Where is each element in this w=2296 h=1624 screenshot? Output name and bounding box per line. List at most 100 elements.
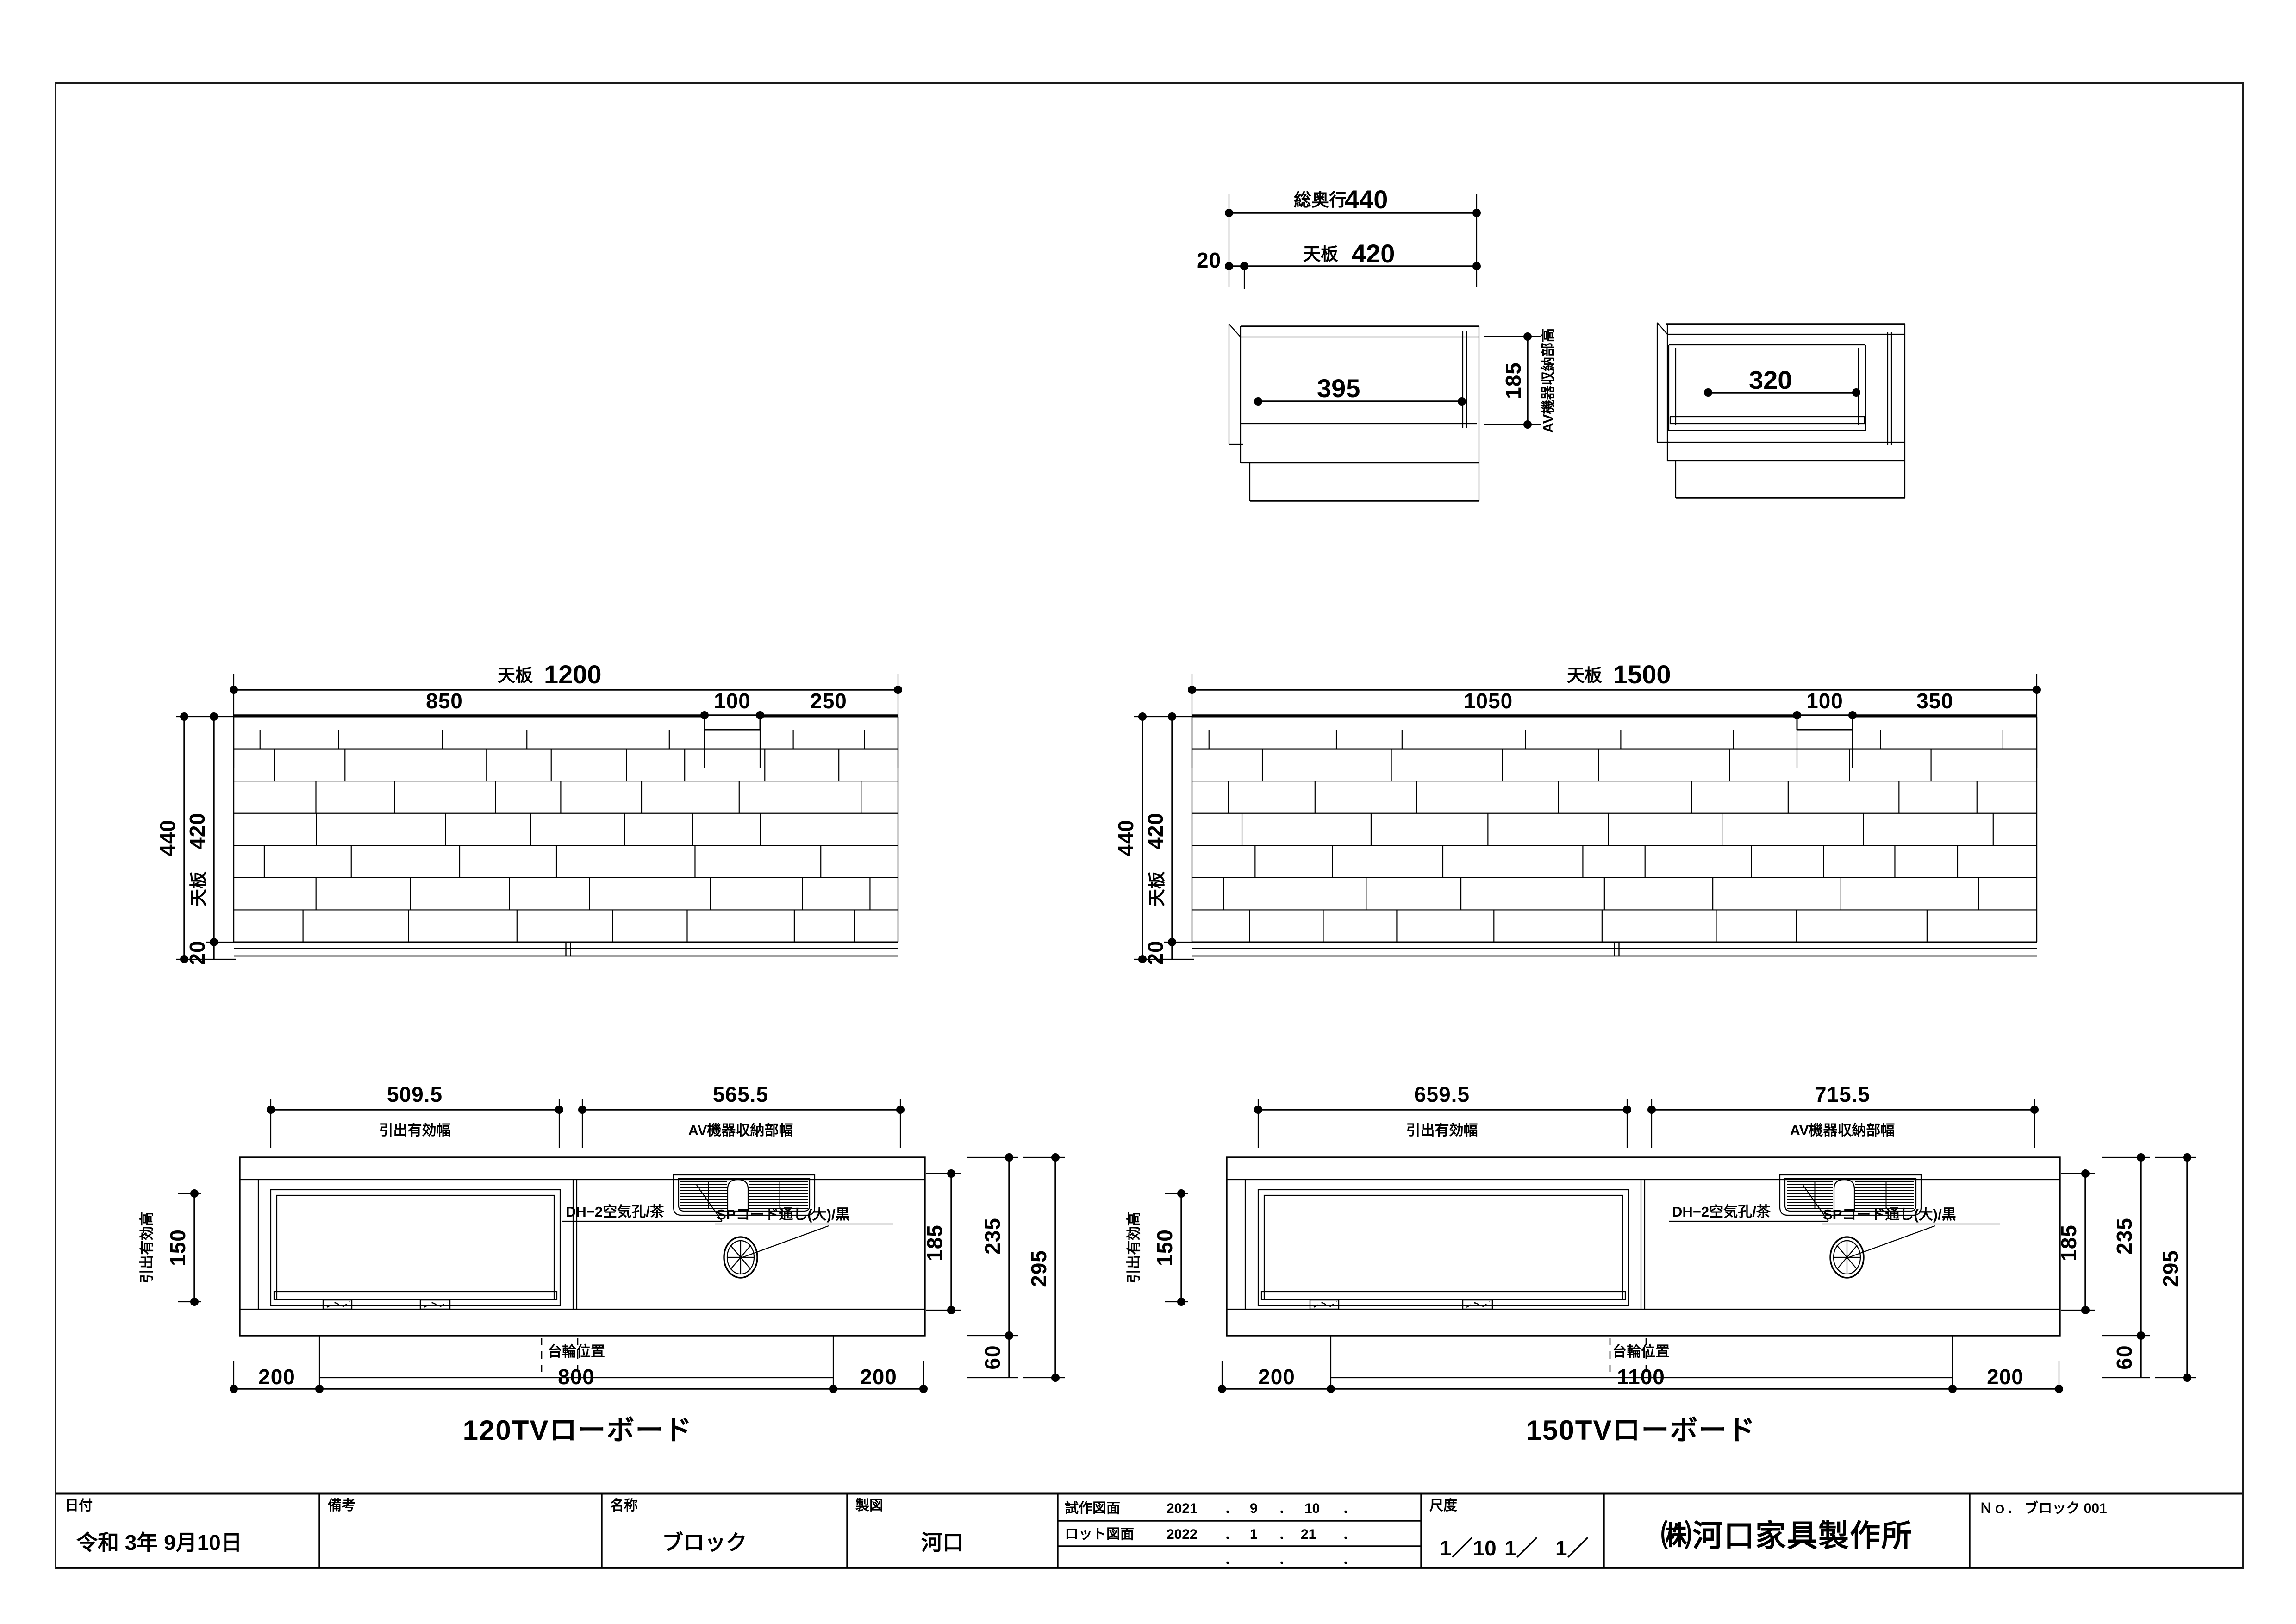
scale-1: 1／10 — [1440, 1536, 1497, 1560]
plinth-height-value-120: 60 — [980, 1345, 1004, 1369]
seg-drawer-value-150: 1050 — [1464, 689, 1513, 713]
height-top-label-120: 天板 — [189, 871, 209, 906]
av-storage-height-dimension: 185 AV機器収納部高 — [1484, 328, 1556, 433]
av-height-value: 185 — [1501, 362, 1525, 399]
plinth-left-120: 200 — [258, 1365, 295, 1389]
drawer-width-value-150: 659.5 — [1414, 1082, 1470, 1106]
drawer-width-label-120: 引出有効幅 — [379, 1122, 451, 1138]
vent-grille-icon-120 — [673, 1174, 816, 1216]
plinth-label-150: 台輪位置 — [1612, 1343, 1670, 1360]
elevation-120-dimensions: 天板 1200 850 100 250 — [230, 660, 902, 768]
av-height-label: AV機器収納部高 — [1540, 328, 1556, 433]
drawer-height-label-150: 引出有効高 — [1126, 1212, 1142, 1284]
drawer-width-label-150: 引出有効幅 — [1406, 1122, 1478, 1138]
mid-height-value-150: 235 — [2112, 1218, 2136, 1255]
elevation-120-block-pattern — [233, 716, 899, 957]
mid-height-value-120: 235 — [980, 1218, 1004, 1255]
height-base-120: 20 — [185, 940, 209, 965]
total-depth-value: 440 — [1345, 185, 1388, 214]
svg-text:．: ． — [1224, 1501, 1238, 1516]
plinth-label-120: 台輪位置 — [548, 1343, 605, 1360]
section-150-body: DH−2空気孔/茶 SPコード通し(大)/黒 — [1226, 1156, 2061, 1379]
elevation-150-height-dimensions: 440 420 天板 20 — [1114, 712, 1195, 965]
lot-month: 1 — [1250, 1527, 1258, 1542]
vent-note-150: DH−2空気孔/茶 — [1672, 1204, 1771, 1220]
drawing-sheet-border — [55, 82, 2244, 1569]
plinth-center-150: 1100 — [1617, 1365, 1665, 1389]
side-section-view-shelf: 320 — [1656, 322, 1906, 499]
height-top-value-150: 420 — [1143, 812, 1167, 849]
height-total-150: 440 — [1114, 819, 1138, 856]
drawer-height-value-120: 150 — [166, 1229, 190, 1266]
elevation-150-dimensions: 天板 1500 1050 100 350 — [1188, 660, 2041, 768]
top-width-value-120: 1200 — [544, 660, 602, 689]
model-label-120: 120TVローボード — [463, 1415, 693, 1446]
section-150-width-dimensions: 659.5 引出有効幅 715.5 AV機器収納部幅 — [1254, 1082, 2039, 1148]
drawer-height-label-120: 引出有効高 — [139, 1212, 155, 1284]
model-label-150: 150TVローボード — [1526, 1415, 1756, 1446]
lot-day: 21 — [1301, 1527, 1316, 1542]
seg-notch-value-150: 100 — [1806, 689, 1843, 713]
seg-notch-value-120: 100 — [714, 689, 751, 713]
cord-note-120: SPコード通し(大)/黒 — [717, 1206, 850, 1223]
section-150-plinth-dimensions: 台輪位置 200 1100 200 — [1218, 1343, 2063, 1393]
top-width-value-150: 1500 — [1613, 660, 1671, 689]
title-block: 日付 令和 3年 9月10日 備考 名称 ブロック 製図 河口 試作図面 202… — [56, 1492, 2242, 1568]
lot-year: 2022 — [1167, 1527, 1198, 1542]
plinth-center-120: 800 — [558, 1365, 595, 1389]
height-top-value-120: 420 — [185, 812, 209, 849]
elevation-150-block-pattern — [1191, 716, 2038, 957]
svg-text:．: ． — [1279, 1527, 1292, 1542]
drawing-number: Ｎｏ． ブロック 001 — [1979, 1500, 2107, 1516]
company-name: ㈱河口家具製作所 — [1661, 1518, 1913, 1553]
plinth-height-value-150: 60 — [2112, 1345, 2136, 1369]
proto-label: 試作図面 — [1065, 1500, 1120, 1516]
top-plate-depth-value: 420 — [1352, 239, 1395, 268]
av-width-value-150: 715.5 — [1815, 1082, 1870, 1106]
overhang-value: 20 — [1197, 248, 1221, 272]
shelf-depth-value: 320 — [1749, 365, 1792, 394]
av-height-value-150: 185 — [2057, 1224, 2081, 1262]
side-view-depth-dimensions: 総奥行 440 天板 420 20 — [1197, 185, 1481, 289]
vent-grille-icon-150 — [1779, 1174, 1922, 1216]
inner-depth-value: 395 — [1317, 374, 1360, 403]
av-height-value-120: 185 — [923, 1224, 947, 1262]
svg-text:．: ． — [1279, 1552, 1292, 1567]
svg-text:．: ． — [1342, 1501, 1356, 1516]
vent-note-120: DH−2空気孔/茶 — [566, 1204, 665, 1220]
drawer-height-value-150: 150 — [1153, 1229, 1177, 1266]
svg-text:．: ． — [1342, 1552, 1356, 1567]
section-120-height-dimensions: 150 引出有効高 185 235 60 295 — [139, 1153, 1065, 1382]
height-total-120: 440 — [156, 819, 180, 856]
height-base-150: 20 — [1143, 940, 1167, 965]
height-top-label-150: 天板 — [1148, 871, 1167, 906]
total-height-value-120: 295 — [1027, 1250, 1051, 1287]
cord-note-150: SPコード通し(大)/黒 — [1823, 1206, 1956, 1223]
plinth-right-150: 200 — [1987, 1365, 2024, 1389]
date-label: 日付 — [65, 1498, 93, 1513]
drafter-label: 製図 — [855, 1498, 883, 1513]
seg-right-value-120: 250 — [810, 689, 847, 713]
name-value: ブロック — [662, 1530, 747, 1555]
seg-right-value-150: 350 — [1916, 689, 1953, 713]
remarks-label: 備考 — [328, 1498, 356, 1513]
svg-text:．: ． — [1224, 1552, 1238, 1567]
lot-label: ロット図面 — [1065, 1527, 1134, 1542]
section-120-body: DH−2空気孔/茶 SPコード通し(大)/黒 — [239, 1156, 926, 1379]
section-120-plinth-dimensions: 台輪位置 200 800 200 — [230, 1343, 928, 1393]
plinth-left-150: 200 — [1258, 1365, 1295, 1389]
top-width-label-120: 天板 — [498, 666, 533, 686]
av-width-label-120: AV機器収納部幅 — [688, 1122, 793, 1138]
top-width-label-150: 天板 — [1567, 666, 1602, 686]
scale-label: 尺度 — [1429, 1498, 1457, 1513]
drawer-width-value-120: 509.5 — [387, 1082, 443, 1106]
plinth-right-120: 200 — [860, 1365, 897, 1389]
cord-grommet-icon-150 — [1829, 1236, 1865, 1279]
seg-drawer-value-120: 850 — [426, 689, 463, 713]
av-width-value-120: 565.5 — [713, 1082, 768, 1106]
proto-month: 9 — [1250, 1501, 1258, 1516]
date-value: 令和 3年 9月10日 — [76, 1530, 242, 1555]
elevation-120-height-dimensions: 440 420 天板 20 — [156, 712, 237, 965]
av-width-label-150: AV機器収納部幅 — [1790, 1122, 1895, 1138]
